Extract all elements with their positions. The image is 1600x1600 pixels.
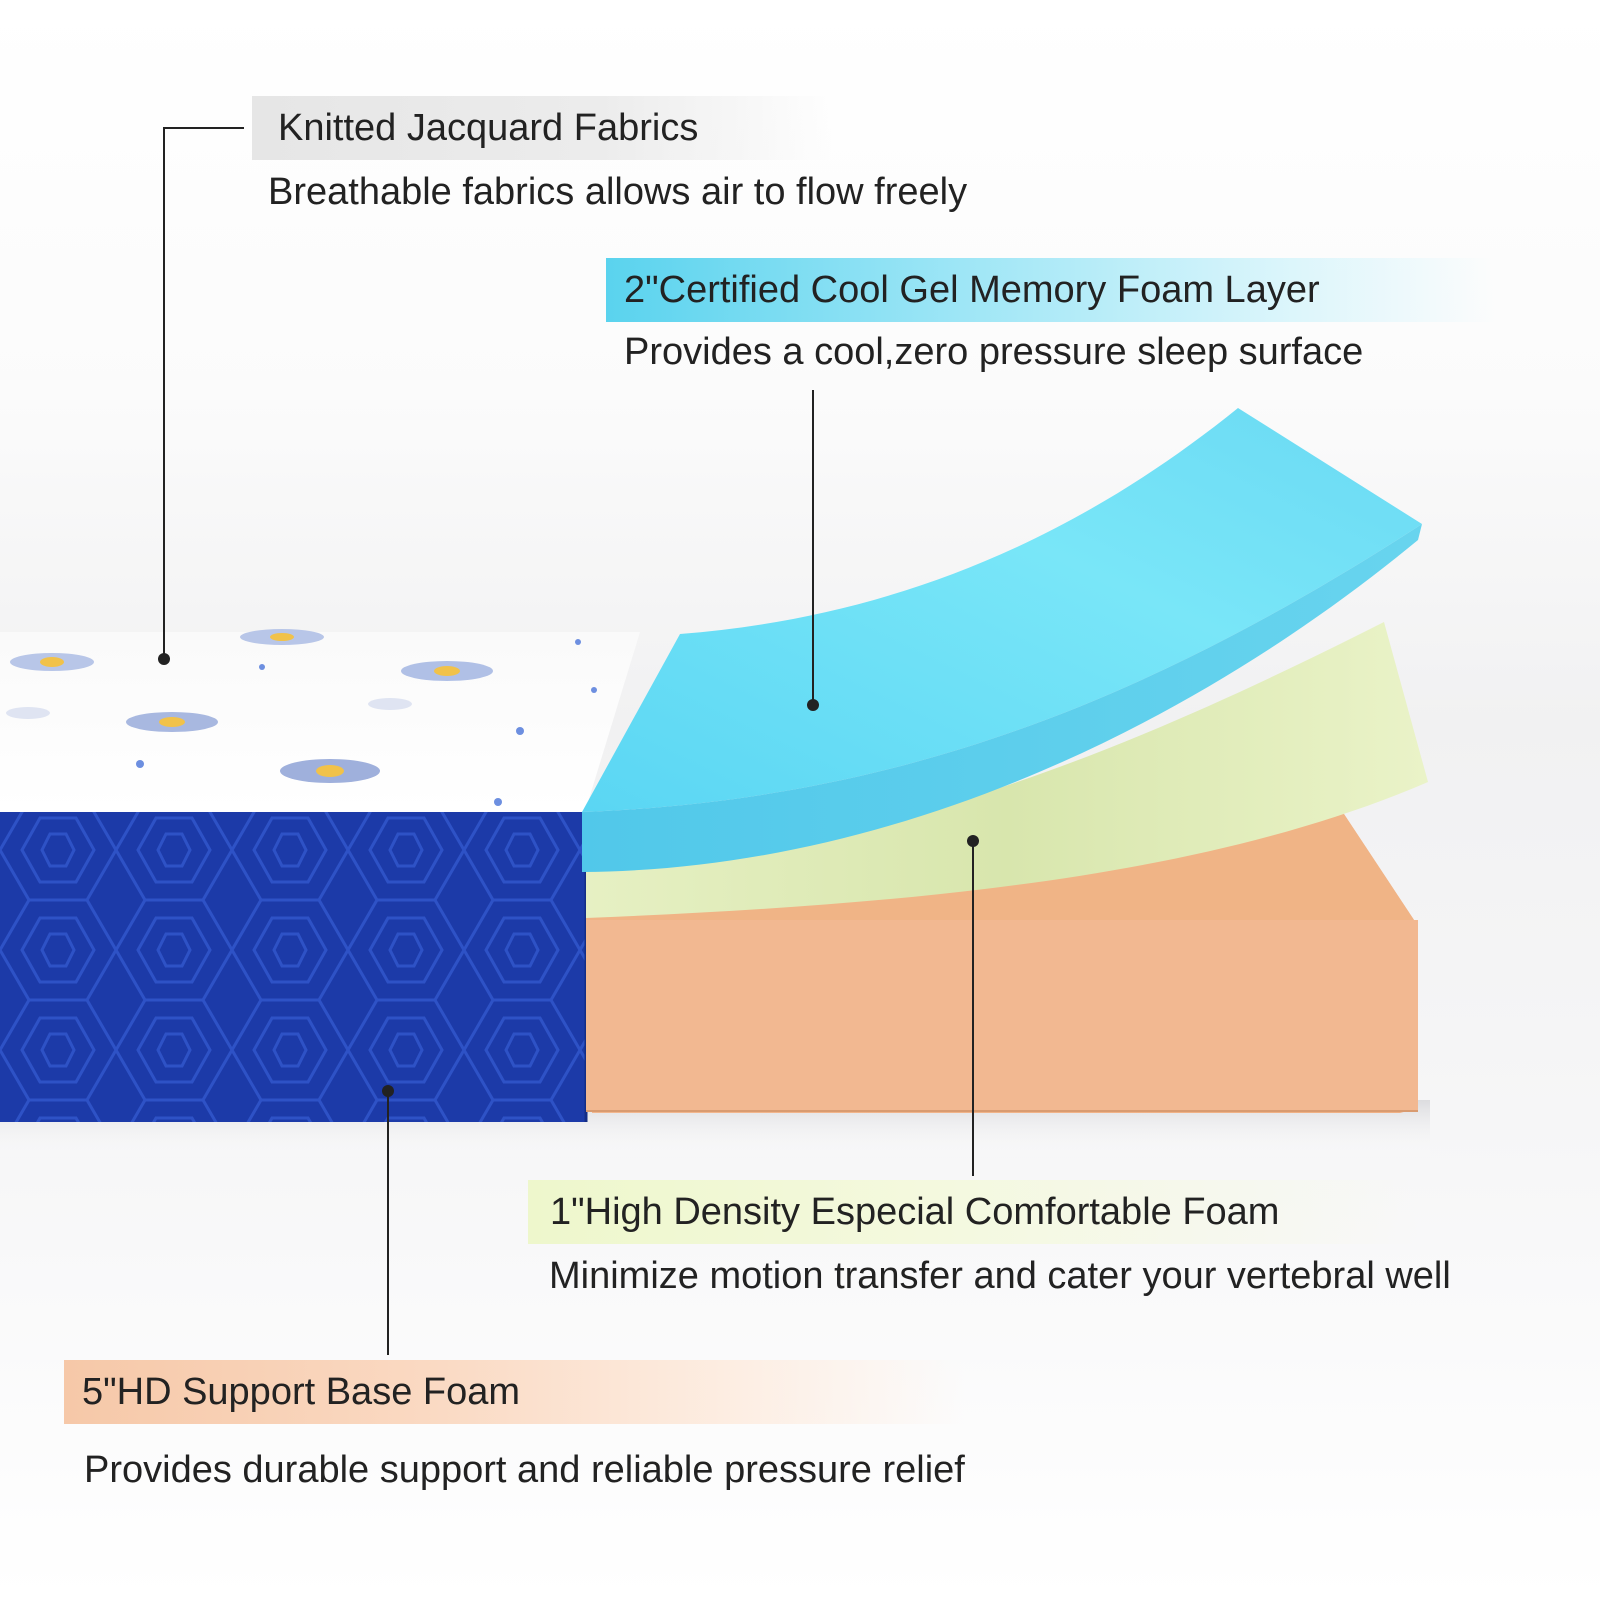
gel-foam-description: Provides a cool,zero pressure sleep surf…: [624, 331, 1364, 373]
gel-memory-foam-layer: [582, 408, 1422, 872]
cover-top-fabric: [0, 629, 640, 812]
leader-base: [382, 1085, 394, 1355]
fabric-title: Knitted Jacquard Fabrics: [252, 96, 832, 160]
leader-comfort: [967, 835, 979, 1176]
leader-fabric: [158, 127, 244, 665]
comfort-foam-description: Minimize motion transfer and cater your …: [549, 1255, 1451, 1297]
base-foam-title: 5"HD Support Base Foam: [64, 1360, 964, 1424]
base-foam-description: Provides durable support and reliable pr…: [84, 1449, 965, 1491]
comfort-foam-title: 1"High Density Especial Comfortable Foam: [528, 1180, 1418, 1244]
gel-foam-title: 2"Certified Cool Gel Memory Foam Layer: [606, 258, 1496, 322]
fabric-description: Breathable fabrics allows air to flow fr…: [268, 171, 968, 213]
cover-side-fabric: [0, 812, 586, 1122]
cartoon-print: [6, 629, 597, 806]
leader-gel: [807, 390, 819, 711]
